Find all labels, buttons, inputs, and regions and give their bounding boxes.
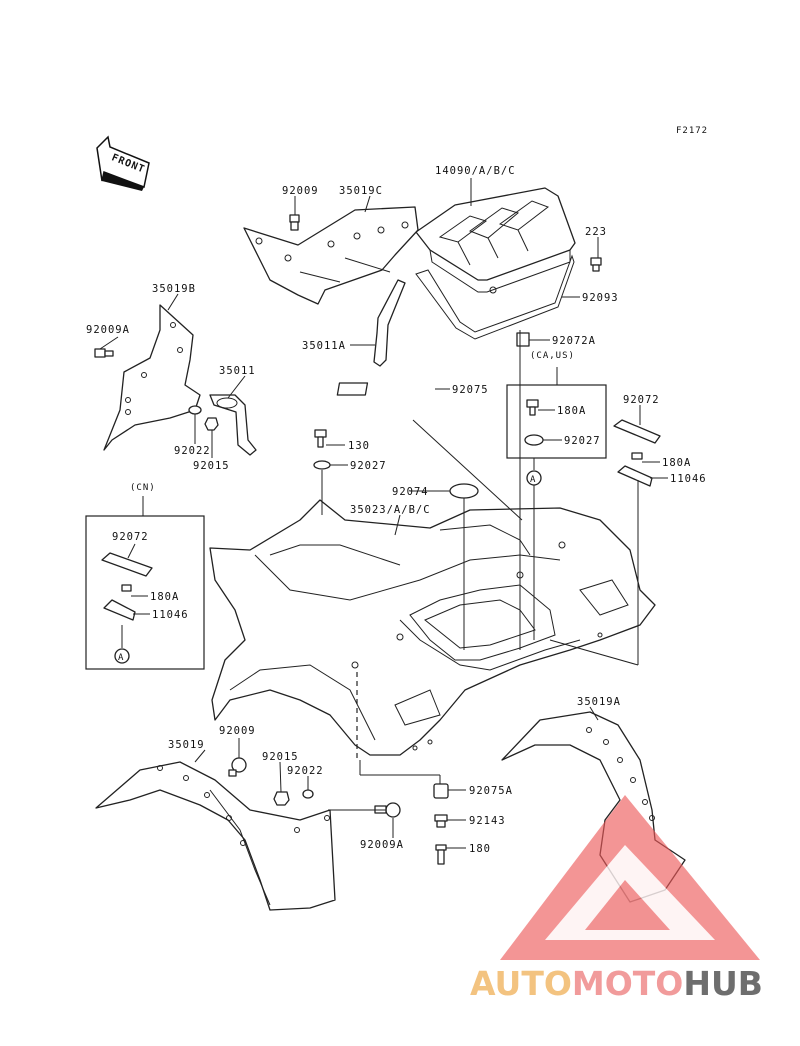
bracket-35019B: [103, 304, 201, 451]
label-92009A-top: 92009A: [86, 324, 130, 336]
marker-a-cn: A: [118, 653, 124, 663]
ca-us-callout-box: [506, 367, 607, 486]
label-92015-bottom: 92015: [262, 751, 299, 763]
label-11046-right: 11046: [670, 473, 707, 485]
label-35019: 35019: [168, 739, 205, 751]
bolt-223: [590, 257, 602, 272]
fender-35019: [95, 761, 336, 911]
label-130: 130: [348, 440, 370, 452]
label-92027-box: 92027: [564, 435, 601, 447]
label-cn: (CN): [130, 483, 156, 493]
bolt-130: [314, 429, 327, 448]
warning-triangle-icon: [500, 795, 760, 960]
label-92072-right: 92072: [623, 394, 660, 406]
washer-92022-bottom: [302, 789, 314, 799]
clip-92072A: [516, 332, 530, 347]
bracket-11046-right: [617, 465, 653, 487]
bracket-35019C: [243, 206, 419, 305]
collar-92143: [434, 814, 448, 828]
label-35019A: 35019A: [577, 696, 621, 708]
front-arrow-icon: FRONT: [96, 135, 150, 191]
label-35011A: 35011A: [302, 340, 346, 352]
washer-92022-top: [188, 405, 202, 415]
bolt-92009A-top: [94, 348, 114, 358]
bracket-35011: [209, 394, 257, 456]
label-ca-us: (CA,US): [530, 351, 575, 361]
label-92022-top: 92022: [174, 445, 211, 457]
bolt-180: [435, 844, 447, 865]
leader-lines: [99, 178, 668, 849]
marker-a-right: A: [530, 475, 536, 485]
label-92143: 92143: [469, 815, 506, 827]
label-92009-bottom: 92009: [219, 725, 256, 737]
washer-92027-mid: [313, 460, 331, 470]
label-92093: 92093: [582, 292, 619, 304]
bolt-92009-bottom: [228, 757, 247, 777]
gasket-92093: [415, 254, 575, 340]
label-180: 180: [469, 843, 491, 855]
label-92009-top: 92009: [282, 185, 319, 197]
label-180A-box: 180A: [557, 405, 586, 417]
label-11046-cn: 11046: [152, 609, 189, 621]
label-35011: 35011: [219, 365, 256, 377]
figure-code: F2172: [676, 126, 708, 136]
rear-fender-35023: [209, 499, 656, 756]
cn-callout-box: [85, 496, 205, 670]
bolt-92009-top: [289, 214, 300, 231]
watermark-logo: AUTOMOTOHUB: [470, 795, 763, 1003]
nut-92015-top: [204, 417, 219, 431]
label-92072A: 92072A: [552, 335, 596, 347]
label-35019C: 35019C: [339, 185, 383, 197]
label-92022-bottom: 92022: [287, 765, 324, 777]
label-92015-top: 92015: [193, 460, 230, 472]
label-14090: 14090/A/B/C: [435, 165, 516, 177]
label-35019B: 35019B: [152, 283, 196, 295]
watermark-brand: AUTOMOTOHUB: [470, 964, 763, 1003]
label-92009A-bottom: 92009A: [360, 839, 404, 851]
label-92072-cn: 92072: [112, 531, 149, 543]
label-92075A: 92075A: [469, 785, 513, 797]
pad-92075: [336, 382, 369, 396]
label-92027-mid: 92027: [350, 460, 387, 472]
bolt-180A-right: [631, 452, 643, 460]
label-92074: 92074: [392, 486, 429, 498]
label-180A-cn: 180A: [150, 591, 179, 603]
clip-92072-right: [613, 419, 661, 444]
label-223: 223: [585, 226, 607, 238]
nut-92015-bottom: [273, 791, 290, 806]
part-labels: 14090/A/B/C 223 92093 92072A 92009 35019…: [86, 165, 707, 855]
label-180A-right: 180A: [662, 457, 691, 469]
label-35023: 35023/A/B/C: [350, 504, 431, 516]
rear-cover-14090: [415, 187, 576, 294]
bracket-35011A: [373, 279, 406, 367]
cap-92074: [449, 483, 479, 499]
grommet-92075A: [433, 783, 449, 799]
label-92075: 92075: [452, 384, 489, 396]
